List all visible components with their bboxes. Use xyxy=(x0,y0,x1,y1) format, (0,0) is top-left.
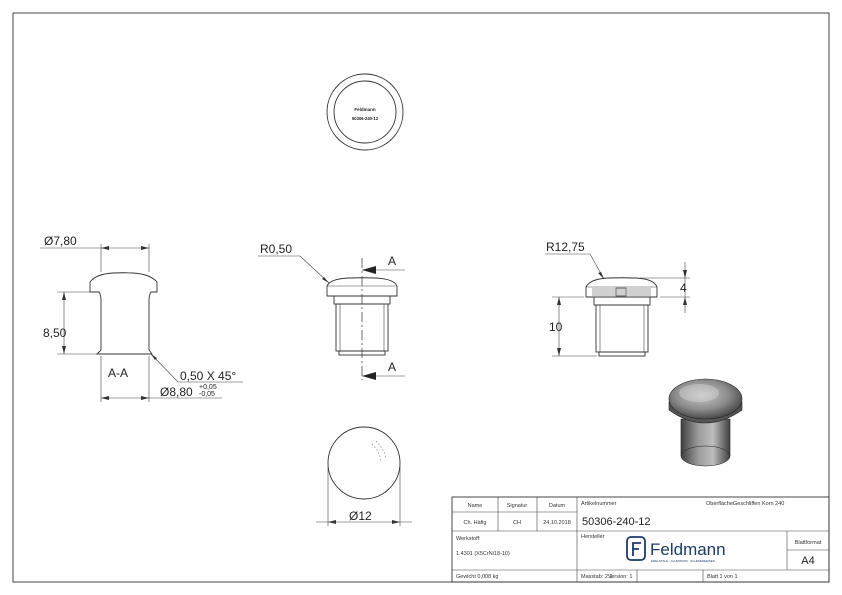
top-view-outer-circle xyxy=(326,73,404,151)
dim-diameter-top: Ø7,80 xyxy=(44,234,77,248)
logo-wordmark: Feldmann xyxy=(650,540,726,559)
side-view: R12,75 4 10 xyxy=(545,240,690,357)
dim-diameter-bottom: Ø8,80 xyxy=(160,385,193,399)
isometric-cap-top xyxy=(668,378,743,420)
dim-diameter-view: Ø12 xyxy=(349,509,372,523)
dim-height-head: 4 xyxy=(680,281,687,295)
isometric-render xyxy=(668,378,743,467)
bottom-view: Ø12 xyxy=(316,426,412,526)
tb-surface-label: Oberfläche: xyxy=(706,501,735,507)
tb-format-value: A4 xyxy=(801,555,814,567)
tb-row-signature: CH xyxy=(513,520,521,526)
section-label: A-A xyxy=(108,366,128,380)
sheet-border xyxy=(12,12,830,583)
tb-article-number: 50306-240-12 xyxy=(582,516,651,528)
tb-material-value: 1.4301 (X5CrNi18-10) xyxy=(456,551,510,557)
top-view-article: 50306-240-12 xyxy=(352,116,379,121)
front-view-head xyxy=(326,277,398,297)
side-view-shaft xyxy=(595,304,649,353)
front-view: R0,50 A A xyxy=(258,242,405,380)
dim-chamfer: 0,50 X 45° xyxy=(180,369,236,383)
side-view-head xyxy=(585,277,658,298)
tb-row-date: 24.10.2018 xyxy=(543,520,571,526)
tb-sheet: Blatt 1 von 1 xyxy=(707,574,738,580)
dim-tolerance-minus: -0,05 xyxy=(199,391,215,398)
dim-tolerance-plus: +0,05 xyxy=(199,384,217,391)
tb-weight: Gewicht 0,008 kg xyxy=(456,574,499,580)
tb-material-label: Werkstoff: xyxy=(456,536,481,542)
tb-scale: Masstab: 2:1 xyxy=(581,574,613,580)
tb-format-label: Blattformat xyxy=(795,540,822,546)
tb-header-signature: Signatur xyxy=(507,503,528,509)
tb-row-name: Ch. Häfig xyxy=(464,520,487,526)
top-view-brand: Feldmann xyxy=(354,107,376,112)
tb-article-label: Artikelnummer xyxy=(581,501,617,507)
section-hatched-body xyxy=(89,272,158,355)
tb-version: Version: 1 xyxy=(608,574,632,580)
tb-header-name: Name xyxy=(468,503,483,509)
dim-radius-small: R0,50 xyxy=(260,242,292,256)
section-view: Ø7,80 8,50 A-A 0,50 X 45° Ø8,80 +0,05 -0… xyxy=(40,234,243,402)
cut-label-bottom: A xyxy=(388,360,396,374)
feldmann-logo: Feldmann EDELSTAHL · ALUMINIUM · SCHMIED… xyxy=(626,536,726,563)
bottom-view-circle xyxy=(327,426,401,500)
tb-surface-value: Geschliffen Korn 240 xyxy=(733,501,784,507)
title-block: Name Signatur Datum Ch. Häfig CH 24.10.2… xyxy=(451,496,830,583)
dim-radius-large: R12,75 xyxy=(546,240,585,254)
cut-label-top: A xyxy=(388,254,396,268)
top-view: Feldmann 50306-240-12 xyxy=(326,73,404,151)
dim-height-section: 8,50 xyxy=(43,326,67,340)
tb-manufacturer-label: Hersteller xyxy=(581,534,605,540)
top-view-inner-circle xyxy=(333,80,397,144)
dim-height-shaft: 10 xyxy=(549,320,563,334)
tb-header-date: Datum xyxy=(549,503,566,509)
logo-subline: EDELSTAHL · ALUMINIUM · SCHMIEDEEISEN xyxy=(651,559,715,563)
